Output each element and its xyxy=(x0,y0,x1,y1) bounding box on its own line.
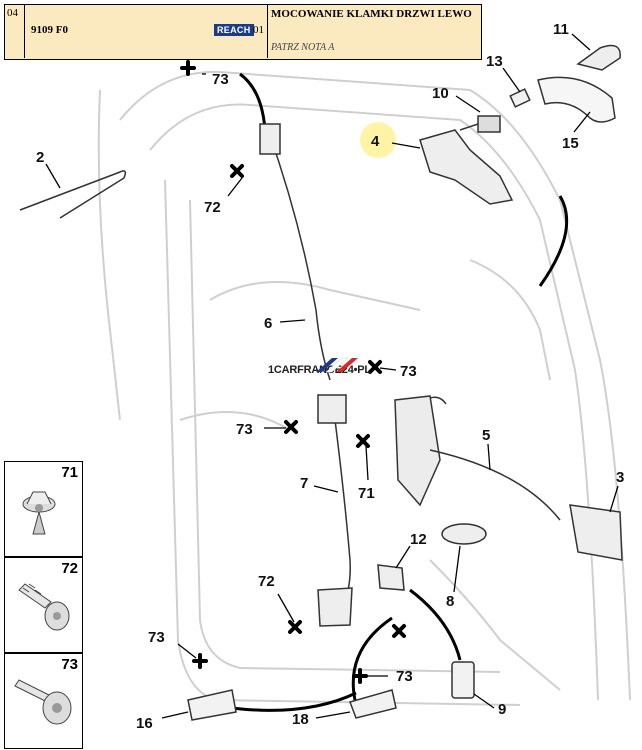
part-6-clip xyxy=(259,123,281,155)
callout-73-bottom-left: 73 xyxy=(148,629,165,646)
callout-4: 4 xyxy=(371,133,380,150)
clip-label-72: 72 xyxy=(61,560,78,577)
cross-3 xyxy=(368,360,382,374)
clip-71-icon xyxy=(22,491,56,535)
callout-73-bottom-right: 73 xyxy=(396,668,413,685)
clip-box-73: 73 xyxy=(4,653,83,749)
leader-curves xyxy=(209,72,569,712)
callout-13: 13 xyxy=(486,53,503,70)
part-7-housing xyxy=(317,394,347,424)
cross-8 xyxy=(192,653,208,669)
curve-right xyxy=(538,195,569,287)
part-15-handle xyxy=(537,76,616,123)
quantity: 01 xyxy=(253,24,264,36)
part-13-gasket xyxy=(509,88,531,108)
cross-markers xyxy=(180,60,406,684)
callout-3: 3 xyxy=(616,469,624,486)
part-9-grommet xyxy=(451,661,475,699)
callout-16: 16 xyxy=(136,715,153,732)
cross-9 xyxy=(352,668,368,684)
callout-72-bottom: 72 xyxy=(258,573,275,590)
cross-7 xyxy=(392,624,406,638)
watermark-flag-icon xyxy=(316,357,358,373)
callout-6: 6 xyxy=(264,315,272,332)
part-8-switch xyxy=(441,523,487,545)
callout-5: 5 xyxy=(482,427,490,444)
part-2-rod xyxy=(19,170,127,219)
callout-9: 9 xyxy=(498,701,506,718)
callout-18: 18 xyxy=(292,711,309,728)
callout-11: 11 xyxy=(553,21,569,38)
part-lock-actuator xyxy=(394,395,441,507)
reference-number: 9109 F0 xyxy=(31,24,68,36)
cross-2 xyxy=(230,164,244,178)
callout-73-top: 73 xyxy=(212,71,229,88)
part-12-bracket xyxy=(377,564,405,591)
watermark: 1CARFRANCE24•PL xyxy=(268,357,372,376)
clip-73-icon xyxy=(14,679,72,725)
callout-72-top: 72 xyxy=(204,199,221,216)
clip-72-icon xyxy=(18,583,70,631)
header-table: 04 9109 F0 REACH 01 MOCOWANIE KLAMKI DRZ… xyxy=(4,4,482,60)
callout-73-mid: 73 xyxy=(400,363,417,380)
part-10-cylinder xyxy=(477,115,501,133)
curve-bottom-mid xyxy=(351,616,393,701)
clip-label-71: 71 xyxy=(61,464,78,481)
part-note: PATRZ NOTA A xyxy=(271,42,335,53)
curve-bottom-right xyxy=(409,588,462,661)
callout-labels: 11 13 10 4 15 2 73 72 6 73 73 5 3 7 71 1… xyxy=(36,21,624,732)
part-5-cable xyxy=(429,449,561,521)
part-4-bracket xyxy=(419,129,514,205)
callout-15: 15 xyxy=(562,135,579,152)
watermark-suffix: •PL xyxy=(353,364,372,376)
part-6-cable xyxy=(267,129,331,381)
callout-7: 7 xyxy=(300,475,308,492)
clip-label-73: 73 xyxy=(61,656,78,673)
clip-box-72: 72 xyxy=(4,557,83,653)
part-description: MOCOWANIE KLAMKI DRZWI LEWO xyxy=(271,8,472,20)
cross-1 xyxy=(180,60,196,76)
parts xyxy=(19,44,623,721)
callout-12: 12 xyxy=(410,531,427,548)
curve-top xyxy=(239,72,267,131)
part-11-cover xyxy=(576,44,621,71)
callout-71: 71 xyxy=(358,485,375,502)
section-code: 04 xyxy=(5,5,25,58)
callout-8: 8 xyxy=(446,593,454,610)
callout-2: 2 xyxy=(36,149,44,166)
divider xyxy=(267,5,268,58)
cross-5 xyxy=(356,434,370,448)
part-7-cable xyxy=(334,419,351,611)
callout-10: 10 xyxy=(432,85,449,102)
reach-badge: REACH xyxy=(214,24,254,36)
part-3-handle xyxy=(569,504,623,561)
clip-box-71: 71 xyxy=(4,461,83,557)
callout-73-left: 73 xyxy=(236,421,253,438)
part-16-bracket xyxy=(187,689,237,721)
part-latch xyxy=(317,587,353,627)
cross-4 xyxy=(284,420,298,434)
part-18-plate xyxy=(349,689,397,719)
highlight-part-4 xyxy=(360,122,396,158)
cross-6 xyxy=(288,620,302,634)
door-outline xyxy=(97,70,631,706)
leader-lines xyxy=(45,33,619,719)
